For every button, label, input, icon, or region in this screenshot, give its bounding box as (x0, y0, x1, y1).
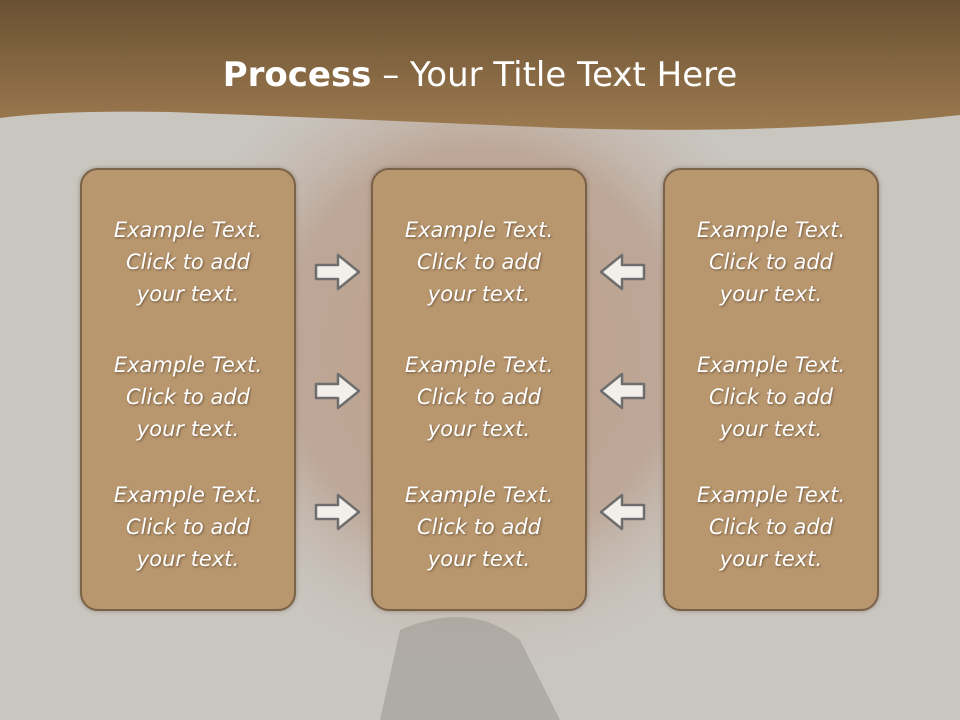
panel-right-text-2[interactable]: Example Text. Click to add your text. (696, 353, 846, 441)
process-panel-middle[interactable]: Example Text. Click to add your text. Ex… (371, 168, 587, 611)
left-arrow-icon (599, 253, 646, 291)
panel-middle-text-3[interactable]: Example Text. Click to add your text. (404, 483, 554, 571)
right-arrow-icon (314, 253, 361, 291)
header-band (0, 0, 960, 130)
panel-middle-text-2[interactable]: Example Text. Click to add your text. (404, 353, 554, 441)
panel-left-text-3[interactable]: Example Text. Click to add your text. (113, 483, 263, 571)
panel-left-text-1[interactable]: Example Text. Click to add your text. (113, 218, 263, 306)
right-arrow-icon (314, 493, 361, 531)
title-rest: – Your Title Text Here (371, 55, 738, 95)
panel-right-text-1[interactable]: Example Text. Click to add your text. (696, 218, 846, 306)
title-bold-word: Process (222, 55, 372, 95)
background-photo-shoulder (380, 617, 560, 720)
panel-middle-text-1[interactable]: Example Text. Click to add your text. (404, 218, 554, 306)
panel-left-text-2[interactable]: Example Text. Click to add your text. (113, 353, 263, 441)
process-panel-right[interactable]: Example Text. Click to add your text. Ex… (663, 168, 879, 611)
slide-title[interactable]: Process – Your Title Text Here (0, 50, 960, 100)
left-arrow-icon (599, 372, 646, 410)
process-panel-left[interactable]: Example Text. Click to add your text. Ex… (80, 168, 296, 611)
left-arrow-icon (599, 493, 646, 531)
panel-right-text-3[interactable]: Example Text. Click to add your text. (696, 483, 846, 571)
right-arrow-icon (314, 372, 361, 410)
